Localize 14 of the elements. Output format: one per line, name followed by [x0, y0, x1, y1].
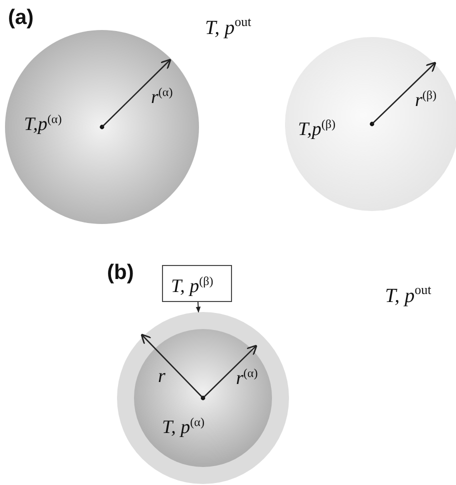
radius-label: r$^{(α)}$ — [151, 86, 173, 107]
pressure-label: T, p$^{(α)}$ — [162, 416, 204, 437]
label-box — [162, 265, 232, 302]
panel-label: (b) — [107, 262, 134, 283]
ambient-condition-label: T, p$^{out}$ — [205, 15, 252, 38]
pressure-label: T,p$^{(β)}$ — [298, 118, 336, 139]
pressure-label: T,p$^{(α)}$ — [24, 113, 62, 134]
radius-label: r — [158, 367, 166, 386]
panel-label: (a) — [8, 7, 34, 28]
pressure-label: T, p$^{(β)}$ — [171, 275, 214, 296]
radius-label: r$^{(β)}$ — [415, 89, 437, 110]
ambient-condition-label: T, p$^{out}$ — [385, 283, 432, 306]
radius-label: r$^{(α)}$ — [236, 367, 258, 388]
leader-line — [196, 302, 201, 313]
